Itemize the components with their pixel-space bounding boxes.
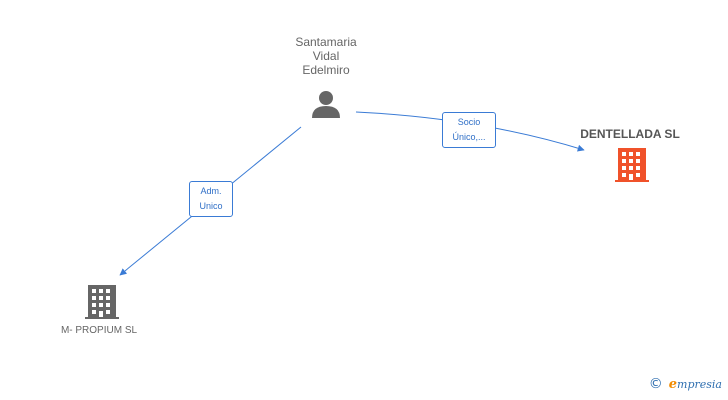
company-label-dentellada[interactable]: DENTELLADA SL (580, 127, 680, 141)
relation-line: Adm. (200, 186, 222, 196)
person-name-line: Santamaria (295, 35, 357, 49)
relation-label-adm[interactable]: Adm. Unico (189, 181, 233, 217)
relation-line: Socio (457, 117, 481, 127)
relation-line: Unico (199, 201, 223, 211)
building-icon[interactable] (615, 148, 649, 182)
empresia-credit[interactable]: © empresia (649, 376, 722, 392)
person-name-line: Edelmiro (302, 63, 350, 77)
person-icon[interactable] (312, 91, 340, 118)
relation-label-socio[interactable]: Socio Único,... (442, 112, 496, 148)
building-icon[interactable] (85, 285, 119, 319)
copyright-icon: © (648, 376, 663, 392)
person-name-line: Vidal (312, 49, 340, 63)
relation-line: Único,... (452, 132, 486, 142)
brand-name: mpresia (677, 378, 722, 391)
brand-initial: e (668, 377, 678, 392)
company-label-mpropium[interactable]: M- PROPIUM SL (60, 325, 138, 336)
person-label[interactable]: Santamaria Vidal Edelmiro (276, 35, 376, 77)
